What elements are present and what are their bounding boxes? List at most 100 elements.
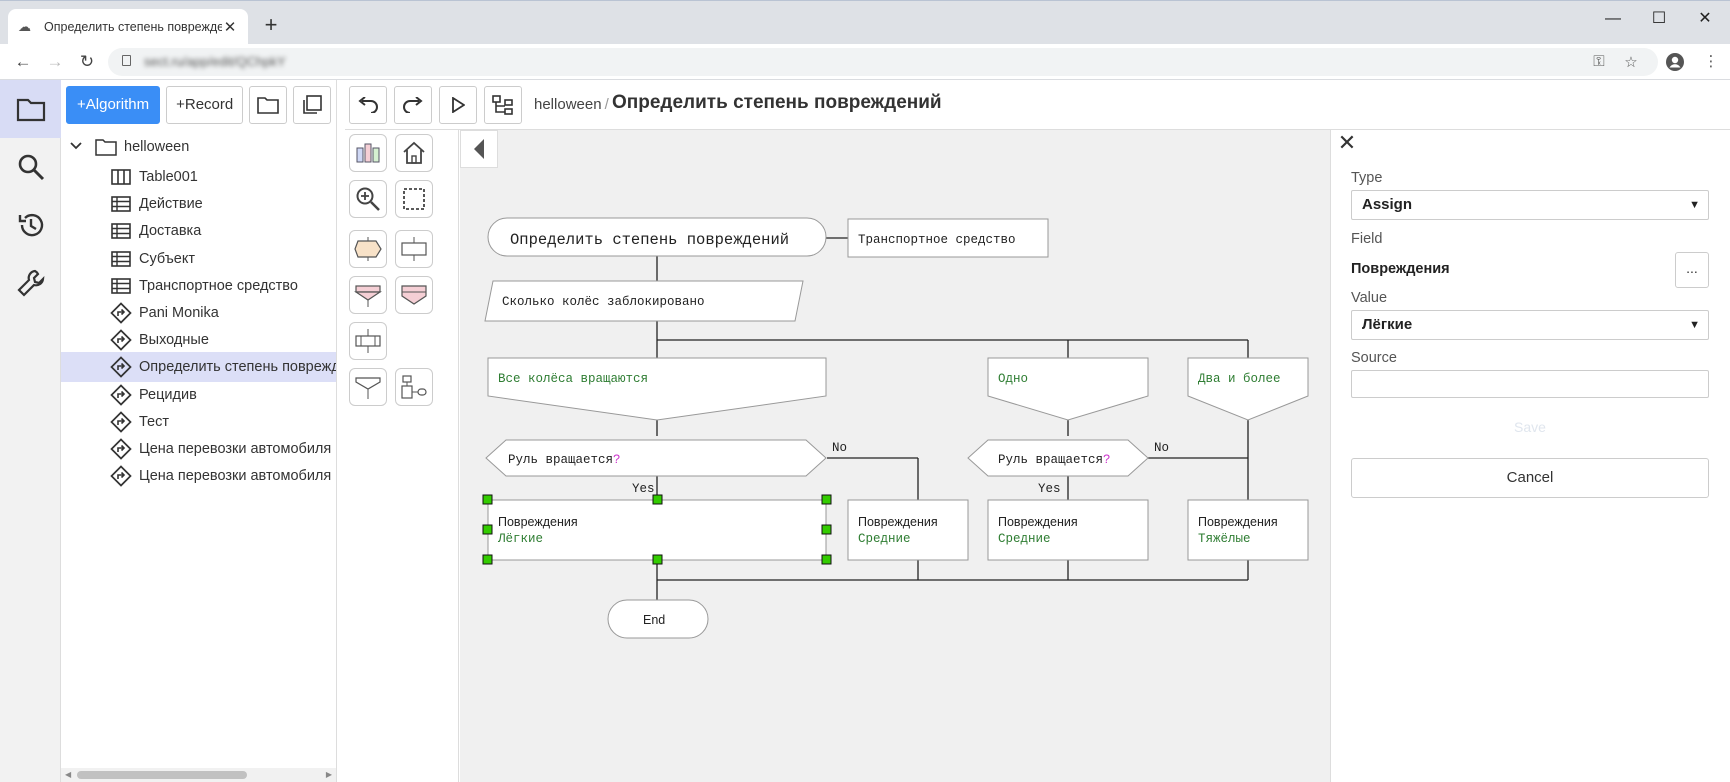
address-bar[interactable]: sect.ru/app/edit/QChpkY ⚿ ☆: [108, 48, 1658, 76]
value-select-value: Лёгкие: [1362, 316, 1413, 333]
star-icon[interactable]: ☆: [1624, 54, 1638, 71]
tree-item[interactable]: Субъект: [61, 244, 336, 274]
switch-shape-icon[interactable]: [395, 276, 433, 314]
page-title: Определить степень повреждений: [612, 92, 942, 113]
save-button[interactable]: Save: [1514, 419, 1546, 435]
breadcrumb[interactable]: helloween/: [534, 96, 612, 113]
app-rail: [0, 80, 61, 782]
scroll-right-icon[interactable]: ▶: [325, 770, 332, 779]
scroll-left-icon[interactable]: ◀: [65, 770, 72, 779]
properties-panel: ✕ Type Assign ▼ Field Повреждения ... Va…: [1330, 130, 1730, 782]
tree-item[interactable]: Доставка: [61, 216, 336, 246]
folder-nav-icon[interactable]: [0, 80, 61, 138]
reload-icon[interactable]: ↻: [79, 52, 95, 71]
clear-shapes-icon[interactable]: [349, 134, 387, 172]
action-shape-icon[interactable]: [395, 230, 433, 268]
assign1-value: Лёгкие: [497, 532, 543, 546]
tree-horizontal-scrollbar[interactable]: ◀ ▶: [61, 768, 336, 782]
shape-palette: [345, 130, 459, 782]
scrollbar-thumb[interactable]: [77, 771, 247, 779]
run-button[interactable]: [439, 86, 477, 124]
minimize-icon[interactable]: —: [1605, 10, 1621, 27]
input-node: [484, 280, 804, 322]
profile-icon[interactable]: [1664, 52, 1686, 72]
tree-item[interactable]: Table001: [61, 162, 336, 192]
algorithm-icon: [110, 329, 132, 351]
algorithm-icon: [110, 411, 132, 433]
menu-dots-icon[interactable]: ⋮: [1703, 53, 1719, 70]
field-picker-button[interactable]: ...: [1675, 252, 1709, 288]
cancel-button[interactable]: Cancel: [1351, 458, 1709, 498]
add-algorithm-button[interactable]: +Algorithm: [66, 86, 161, 124]
collapse-palette-button[interactable]: [460, 130, 498, 168]
tree-item[interactable]: Цена перевозки автомобиля: [61, 461, 336, 491]
assign2-value: Средние: [858, 532, 911, 546]
assign2-field: Повреждения: [858, 515, 938, 529]
tree-item[interactable]: Действие: [61, 189, 336, 219]
type-select[interactable]: Assign ▼: [1351, 190, 1709, 220]
browser-tab[interactable]: ☁ Определить степень поврежде ✕: [8, 9, 248, 45]
tree-item[interactable]: Рецидив: [61, 380, 336, 410]
back-icon[interactable]: ←: [14, 52, 32, 71]
no2-label: No: [1154, 441, 1169, 455]
history-nav-icon[interactable]: [0, 196, 61, 254]
maximize-icon[interactable]: ☐: [1651, 10, 1667, 27]
algorithm-icon: [110, 383, 132, 406]
source-input[interactable]: [1351, 370, 1709, 398]
tree-item[interactable]: Pani Monika: [61, 298, 336, 328]
zoom-in-icon[interactable]: [349, 180, 387, 218]
close-tab-icon[interactable]: ✕: [223, 19, 237, 36]
tree-item[interactable]: Определить степень повреждений: [61, 352, 336, 383]
tree-item-label: Определить степень повреждений: [139, 359, 336, 376]
copy-button[interactable]: [293, 86, 332, 124]
folder-icon: [95, 136, 117, 158]
end-node: [607, 599, 709, 639]
loop-shape-icon[interactable]: [349, 322, 387, 360]
cloud-favicon-icon: ☁: [18, 19, 31, 34]
value-select[interactable]: Лёгкие ▼: [1351, 310, 1709, 340]
end-label: End: [643, 613, 665, 627]
decision1-node: [485, 439, 827, 477]
tree-toolbar: +Algorithm +Record: [61, 80, 336, 130]
redo-button[interactable]: [394, 86, 432, 124]
flowchart-canvas[interactable]: Определить степень повреждений Транспорт…: [460, 130, 1330, 782]
tree-root[interactable]: helloween: [61, 132, 336, 162]
tab-title: Определить степень поврежде: [44, 20, 222, 34]
tree-item[interactable]: Цена перевозки автомобиля: [61, 434, 336, 464]
type-label: Type: [1351, 170, 1383, 186]
chevron-down-icon[interactable]: [69, 139, 85, 155]
undo-button[interactable]: [349, 86, 387, 124]
tree-item-label: Цена перевозки автомобиля: [139, 468, 332, 485]
output-shape-icon[interactable]: [349, 230, 387, 268]
breadcrumb-project[interactable]: helloween: [534, 96, 602, 113]
table-list-icon: [110, 193, 132, 215]
browser-tab-strip: ☁ Определить степень поврежде ✕ + — ☐ ✕: [0, 0, 1730, 45]
home-icon[interactable]: [395, 134, 433, 172]
key-icon[interactable]: ⚿: [1593, 53, 1605, 70]
tree-item-label: Транспортное средство: [139, 277, 298, 294]
tree-item[interactable]: Выходные: [61, 325, 336, 355]
tree-item[interactable]: Транспортное средство: [61, 271, 336, 301]
select-area-icon[interactable]: [395, 180, 433, 218]
decision2-qmark: ?: [1103, 453, 1111, 467]
search-nav-icon[interactable]: [0, 138, 61, 196]
decision2-label: Руль вращается: [998, 453, 1103, 467]
add-record-button[interactable]: +Record: [166, 86, 244, 124]
forward-icon[interactable]: →: [46, 52, 64, 71]
tools-nav-icon[interactable]: [0, 254, 61, 312]
assign3-field: Повреждения: [998, 515, 1078, 529]
database-shape-icon[interactable]: [395, 368, 433, 406]
tree-item[interactable]: Тест: [61, 407, 336, 437]
chevron-down-icon: ▼: [1689, 319, 1700, 331]
branch-shape-icon[interactable]: [349, 368, 387, 406]
window-close-icon[interactable]: ✕: [1698, 10, 1712, 27]
close-panel-icon[interactable]: ✕: [1337, 130, 1357, 155]
new-tab-icon[interactable]: +: [264, 12, 278, 37]
start-node: [487, 217, 827, 257]
case-shape-icon[interactable]: [349, 276, 387, 314]
assign-medium1-node: [847, 499, 969, 561]
folder-button[interactable]: [249, 86, 288, 124]
svg-text:Руль вращается?: Руль вращается?: [998, 453, 1111, 467]
structure-button[interactable]: [484, 86, 522, 124]
